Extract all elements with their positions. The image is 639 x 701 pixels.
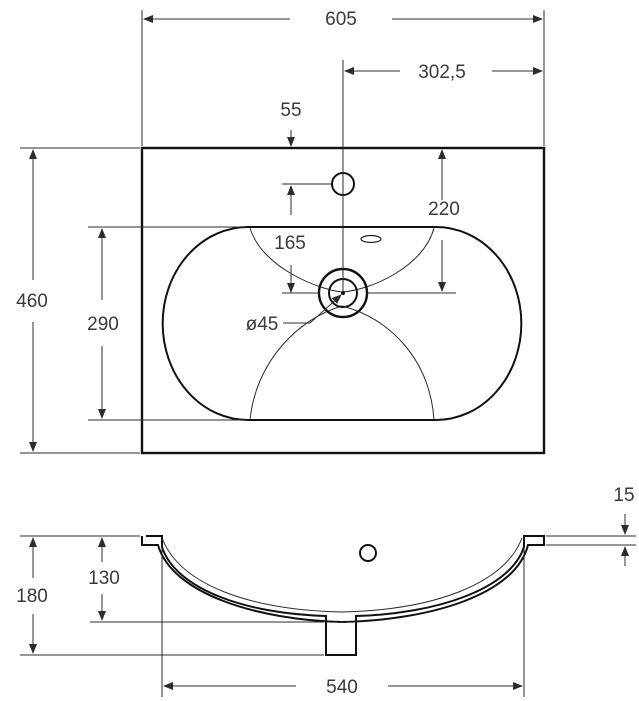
dim-45-leader-diag xyxy=(309,294,342,324)
dim-290-label: 290 xyxy=(87,314,119,335)
dim-220-label: 220 xyxy=(428,199,460,220)
basin-inner-curve xyxy=(161,537,523,613)
dim-15-label: 15 xyxy=(613,485,634,506)
overflow-hole-side xyxy=(359,544,377,562)
overflow-slot xyxy=(360,234,382,244)
basin-profile-outer xyxy=(146,535,545,656)
dim-55-label: 55 xyxy=(280,100,301,121)
dim-130-label: 130 xyxy=(88,568,120,589)
basin-left-lip xyxy=(141,536,343,623)
dim-540-label: 540 xyxy=(326,677,358,698)
dim-180-label: 180 xyxy=(16,586,48,607)
dim-605-label: 605 xyxy=(325,9,357,30)
side-view: 15 180 130 540 xyxy=(16,485,636,698)
drain-center xyxy=(341,291,345,295)
dim-45-label: ø45 xyxy=(246,314,279,335)
dim-165-label: 165 xyxy=(274,233,306,254)
top-view: 605 302,5 55 220 165 ø45 290 xyxy=(16,9,546,455)
dim-460-label: 460 xyxy=(16,291,48,312)
bowl-outline xyxy=(161,226,523,421)
dim-3025-label: 302,5 xyxy=(418,62,466,83)
